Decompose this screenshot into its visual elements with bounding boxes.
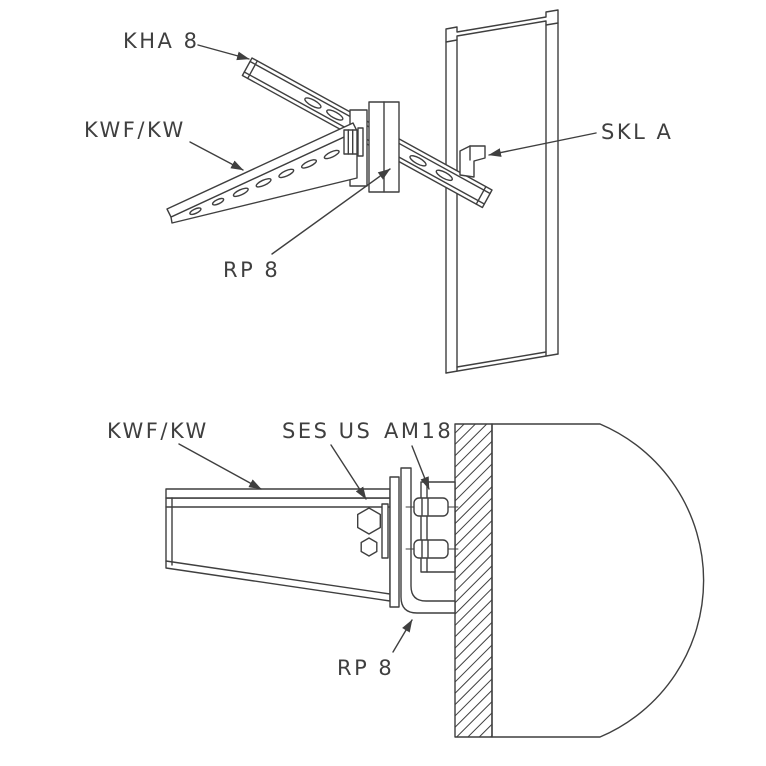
leader-rp8-bottom <box>392 619 413 653</box>
i-beam-column <box>445 9 559 374</box>
leader-skla <box>488 132 597 157</box>
anchor-bolt-upper <box>413 497 449 517</box>
hex-head <box>357 507 381 535</box>
anchor-channel-am18 <box>405 481 459 573</box>
cantilever-arm-kwf <box>165 476 400 608</box>
leader-sesus <box>330 444 367 500</box>
bracket-slots <box>189 149 340 216</box>
leader-lines-top <box>189 44 597 255</box>
arm-end-plate <box>389 476 400 608</box>
washer <box>381 503 389 559</box>
leader-rp8-top <box>271 168 391 255</box>
leader-am18 <box>411 445 430 490</box>
wall-section <box>454 423 705 738</box>
anchor-bolt-lower <box>413 539 449 559</box>
label-skla: SKL A <box>601 120 673 144</box>
beam-clamp-skl-a <box>459 145 486 178</box>
label-am18: AM18 <box>384 419 453 443</box>
label-rp8-bottom: RP 8 <box>337 656 394 680</box>
hex-bolt <box>343 127 364 157</box>
wall-hatching <box>454 423 493 738</box>
mounting-plate-rp8 <box>400 467 456 614</box>
figure-top-beam-assembly: KHA 8 KWF/KW SKL A RP 8 <box>84 9 673 374</box>
rail-slots <box>304 97 454 182</box>
label-rp8-top: RP 8 <box>223 258 280 282</box>
leader-kwfkw-top <box>189 141 244 171</box>
label-kwfkw-top: KWF/KW <box>84 118 186 142</box>
label-sesus: SES US <box>282 419 372 443</box>
label-kwfkw-bottom: KWF/KW <box>107 419 209 443</box>
hex-nut <box>360 537 378 557</box>
leader-kwfkw-bottom <box>178 443 262 490</box>
leader-lines-bottom <box>178 443 430 653</box>
leader-kha8 <box>197 44 250 61</box>
cantilever-bracket-kwf <box>166 122 358 224</box>
bolt-set-ses-us <box>357 503 389 559</box>
label-kha8: KHA 8 <box>123 29 199 53</box>
figure-bottom-wall-assembly: KWF/KW SES US AM18 RP 8 <box>107 419 705 738</box>
